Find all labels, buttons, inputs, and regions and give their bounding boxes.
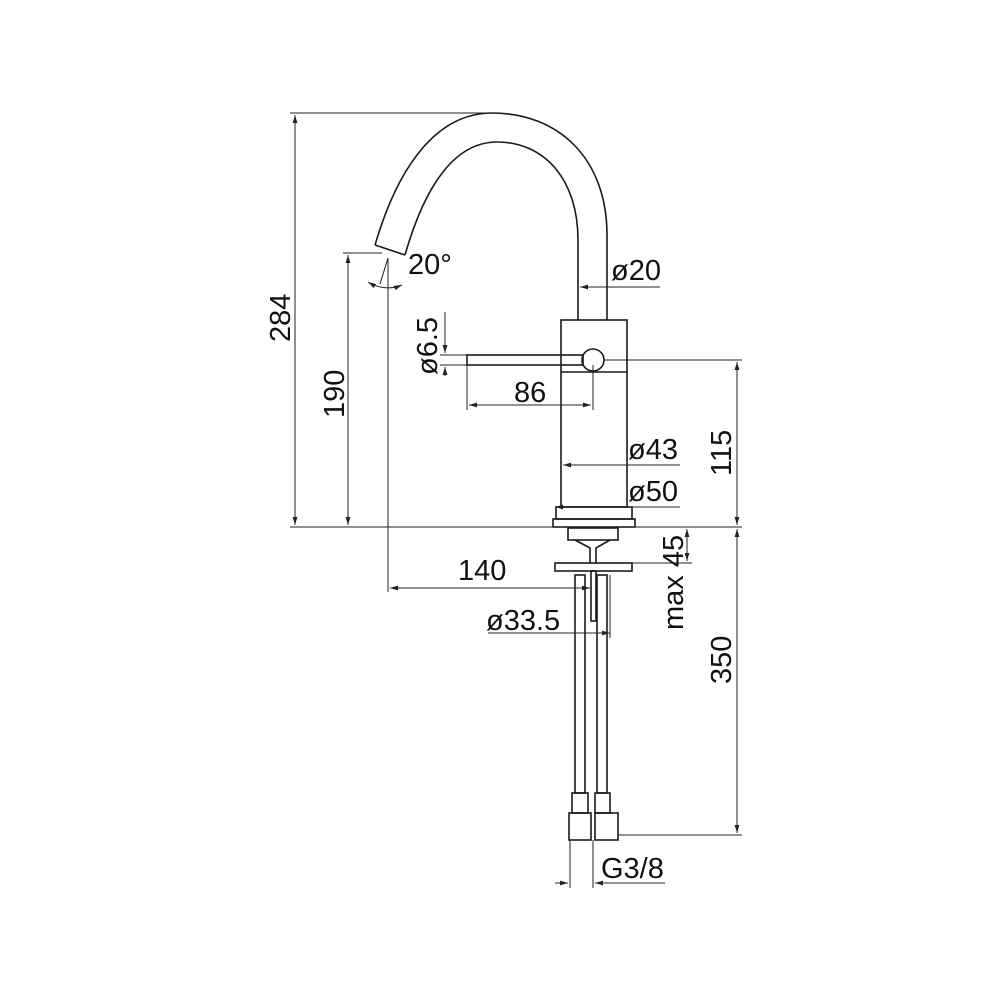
spout-tip bbox=[374, 244, 406, 256]
shank bbox=[567, 527, 619, 541]
label-connection: G3/8 bbox=[601, 853, 664, 885]
label-body-diameter: ø43 bbox=[628, 434, 678, 466]
mount-bracket bbox=[574, 539, 611, 563]
label-284: 284 bbox=[265, 294, 297, 342]
nut-left bbox=[568, 812, 592, 841]
lever-handle bbox=[466, 354, 584, 366]
label-reach: 140 bbox=[458, 555, 506, 587]
label-20-degrees: 20° bbox=[408, 249, 452, 281]
label-lever-length: 86 bbox=[514, 377, 546, 409]
hose-right bbox=[596, 574, 608, 794]
faucet-body bbox=[560, 319, 628, 508]
label-max-45: max 45 bbox=[658, 535, 690, 630]
label-spout-diameter: ø20 bbox=[611, 255, 661, 287]
label-hole-diameter: ø33.5 bbox=[486, 605, 560, 637]
base-plate bbox=[552, 518, 636, 528]
label-190: 190 bbox=[319, 370, 351, 418]
label-body-height: 115 bbox=[706, 430, 738, 476]
spout-inner bbox=[404, 141, 579, 320]
nut-right bbox=[594, 812, 619, 841]
dimension-lines bbox=[290, 112, 742, 888]
label-base-diameter: ø50 bbox=[628, 476, 678, 508]
hose-left bbox=[574, 574, 586, 794]
hose-ferrule-right bbox=[594, 792, 611, 814]
spout-outer bbox=[374, 112, 608, 320]
faucet-outline bbox=[374, 112, 636, 841]
label-lever-diameter: ø6.5 bbox=[412, 317, 444, 375]
base-ring bbox=[555, 506, 633, 520]
mount-plate bbox=[554, 562, 633, 572]
hose-ferrule-left bbox=[571, 792, 589, 814]
angle-arc bbox=[367, 281, 403, 291]
dimension-labels: 284 190 20° ø20 ø6.5 86 ø43 ø50 115 max … bbox=[265, 249, 738, 885]
label-hose-length: 350 bbox=[706, 636, 738, 684]
threaded-rod bbox=[590, 570, 597, 622]
